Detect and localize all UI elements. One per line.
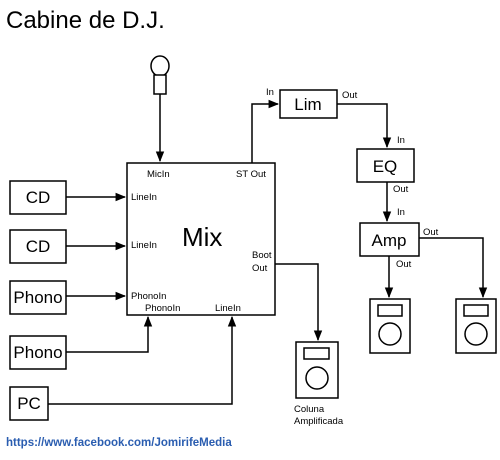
arrow-mix-to-lim (251, 99, 280, 163)
speaker-icon (455, 298, 497, 354)
mixer-port-boot: Boot (252, 250, 272, 261)
arrow-phono2-to-mix (66, 315, 153, 353)
source-pc-label: PC (17, 394, 41, 413)
mixer-port-out: Out (252, 263, 268, 274)
mixer-port-phonoin-bottom: PhonoIn (145, 303, 180, 314)
source-phono-2-label: Phono (13, 343, 62, 362)
footer-link[interactable]: https://www.facebook.com/JomirifeMedia (6, 437, 232, 449)
source-cd-1-label: CD (26, 188, 51, 207)
mixer-label: Mix (182, 222, 222, 252)
source-cd-2-box (9, 229, 67, 264)
amp-box (359, 222, 420, 257)
mixer-port-linein-bottom: LineIn (215, 303, 241, 314)
mixer-port-phonoin-left: PhonoIn (131, 291, 166, 302)
source-cd-2-label: CD (26, 237, 51, 256)
active-speaker-icon (295, 341, 339, 399)
amp-label: Amp (372, 231, 407, 250)
lim-label: Lim (294, 95, 321, 114)
source-phono-1-box (9, 280, 67, 315)
source-phono-1-label: Phono (13, 288, 62, 307)
source-phono-2-box (9, 335, 67, 370)
eq-label: EQ (373, 157, 398, 176)
mixer-port-linein-1: LineIn (131, 192, 157, 203)
speaker-icon (369, 298, 411, 354)
mixer-port-micin: MicIn (147, 169, 170, 180)
arrow-pc-to-mix (48, 315, 237, 405)
amp-out-right-label: Out (423, 227, 439, 238)
mixer-port-stout: ST Out (236, 169, 266, 180)
mixer-port-linein-2: LineIn (131, 240, 157, 251)
mixer-box (126, 162, 276, 316)
lim-in-label: In (266, 87, 274, 98)
arrow-lim-to-eq (337, 103, 392, 149)
arrow-amp-to-speaker-2 (419, 237, 488, 299)
diagram-title: Cabine de D.J. (6, 7, 165, 34)
eq-box (356, 148, 415, 183)
active-speaker-caption-line1: Coluna (294, 404, 325, 415)
active-speaker-caption-line2: Amplificada (294, 416, 344, 427)
amp-in-label: In (397, 207, 405, 218)
source-pc-box (9, 386, 49, 421)
amp-out-down-label: Out (396, 259, 412, 270)
eq-out-label: Out (393, 184, 409, 195)
lim-out-label: Out (342, 90, 358, 101)
source-cd-1-box (9, 180, 67, 215)
arrow-mix-to-active-speaker (275, 263, 323, 342)
microphone-icon (150, 55, 170, 95)
eq-in-label: In (397, 135, 405, 146)
